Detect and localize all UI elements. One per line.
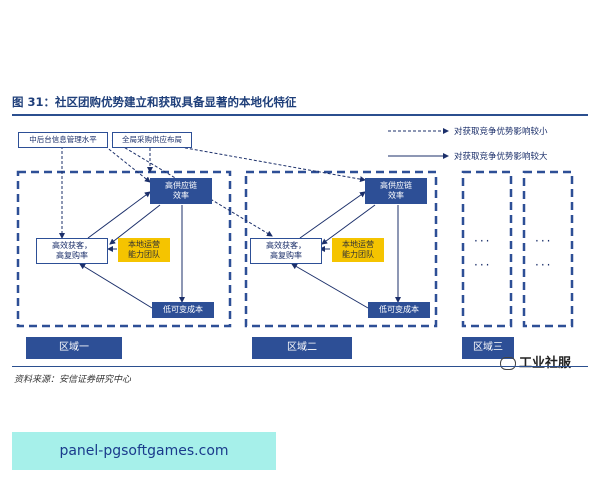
region-4-dots-bottom: ··· <box>535 258 553 272</box>
watermark-text: 工业社服 <box>519 356 572 371</box>
region-3-dots-bottom: ··· <box>474 258 492 272</box>
region-4-frame <box>522 170 574 328</box>
region-1-low-cost-node: 低可变成本 <box>152 302 214 318</box>
region-1-label: 区域一 <box>26 337 122 359</box>
region-2-supply-chain-node: 高供应链 效率 <box>365 178 427 204</box>
source-note: 资料来源：安信证券研究中心 <box>14 375 132 385</box>
region-2-low-cost-node: 低可变成本 <box>368 302 430 318</box>
region-2-frame <box>244 170 438 328</box>
national-procurement-box: 全局采购供应布局 <box>112 132 192 148</box>
region-1-local-ops-node: 本地运营 能力团队 <box>118 238 170 262</box>
region-1-frame <box>16 170 232 328</box>
footer-url-text[interactable]: panel-pgsoftgames.com <box>59 443 229 459</box>
region-4-dots-top: ··· <box>535 234 553 248</box>
region-2-local-ops-node: 本地运营 能力团队 <box>332 238 384 262</box>
wechat-icon <box>500 357 516 370</box>
region-2-acquisition-node: 高效获客， 高复购率 <box>250 238 322 264</box>
footer-url-banner[interactable]: panel-pgsoftgames.com <box>12 432 276 470</box>
watermark: 工业社服 <box>500 352 571 371</box>
legend-dashed-label: 对获取竞争优势影响较小 <box>454 127 548 137</box>
mid-back-office-box: 中后台信息管理水平 <box>18 132 108 148</box>
region-1-supply-chain-node: 高供应链 效率 <box>150 178 212 204</box>
region-2-label: 区域二 <box>252 337 352 359</box>
region-3-label: 区域三 <box>462 337 514 359</box>
title-divider <box>12 114 588 116</box>
legend-solid-label: 对获取竞争优势影响较大 <box>454 152 548 162</box>
region-1-acquisition-node: 高效获客， 高复购率 <box>36 238 108 264</box>
region-3-dots-top: ··· <box>474 234 492 248</box>
bottom-divider <box>12 366 588 367</box>
figure-title: 图 31：社区团购优势建立和获取具备显著的本地化特征 <box>12 95 297 109</box>
region-3-frame <box>461 170 513 328</box>
